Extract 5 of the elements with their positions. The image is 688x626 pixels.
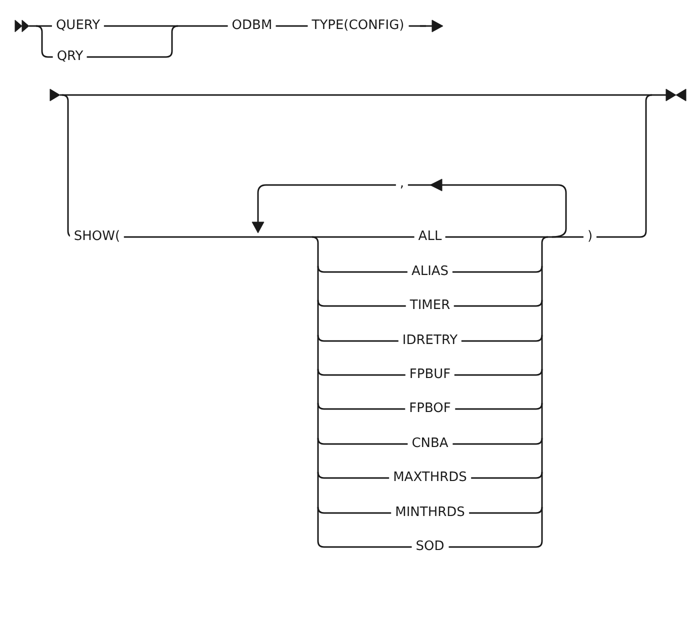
closing-parenthesis: )	[583, 229, 597, 245]
syntax-keyword: TYPE(CONFIG)	[308, 18, 408, 34]
syntax-keyword: QUERY	[52, 18, 104, 34]
syntax-keyword: SHOW(	[70, 229, 124, 245]
syntax-keyword: QRY	[52, 49, 88, 65]
